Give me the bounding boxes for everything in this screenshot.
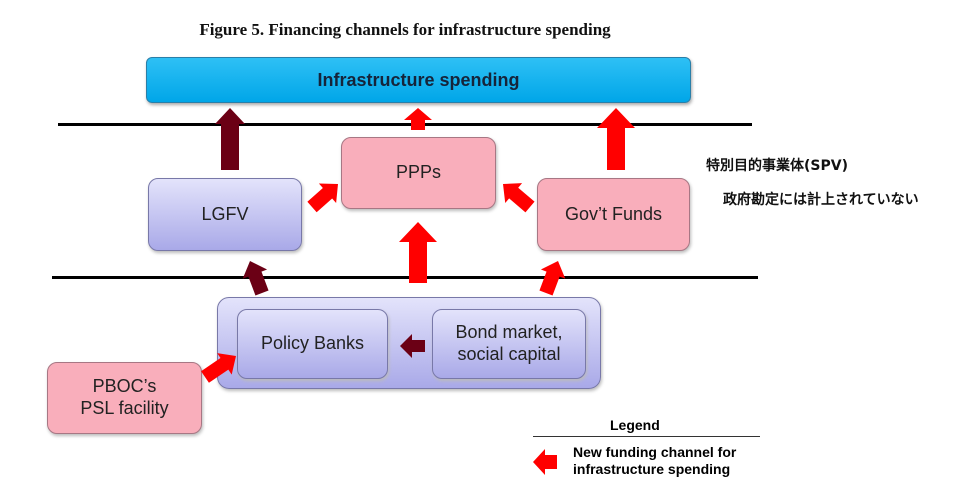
bond-market-node: Bond market, social capital <box>432 309 586 379</box>
arrow-lending-to-govfunds <box>539 261 566 296</box>
legend-divider <box>533 436 760 437</box>
arrow-ppps-to-infrastructure <box>404 108 432 130</box>
legend-new-channel-label: New funding channel for infrastructure s… <box>573 444 737 477</box>
arrow-lending-to-ppps <box>399 222 437 283</box>
divider-bottom <box>52 276 758 279</box>
arrow-lgfv-to-ppps <box>307 183 338 213</box>
arrow-lending-to-lgfv <box>242 261 269 296</box>
gov-funds-node: Gov’t Funds <box>537 178 690 251</box>
divider-top <box>58 123 752 126</box>
lgfv-node: LGFV <box>148 178 302 251</box>
arrow-lgfv-to-infrastructure <box>215 108 245 170</box>
off-budget-annotation: 政府勘定には計上されていない <box>723 192 919 208</box>
arrow-govfunds-to-infrastructure <box>597 108 635 170</box>
pboc-node: PBOC’s PSL facility <box>47 362 202 434</box>
ppps-node: PPPs <box>341 137 496 209</box>
figure-title: Figure 5. Financing channels for infrast… <box>199 20 611 39</box>
arrow-bond-to-policy-banks <box>400 334 425 358</box>
legend-title: Legend <box>610 417 660 433</box>
arrow-govfunds-to-ppps <box>503 183 535 213</box>
arrow-pboc-to-policy-banks <box>201 353 236 383</box>
policy-banks-node: Policy Banks <box>237 309 388 379</box>
legend-arrow-icon <box>533 449 557 475</box>
infrastructure-spending-node: Infrastructure spending <box>146 57 691 103</box>
spv-annotation: 特別目的事業体(SPV) <box>706 158 848 174</box>
